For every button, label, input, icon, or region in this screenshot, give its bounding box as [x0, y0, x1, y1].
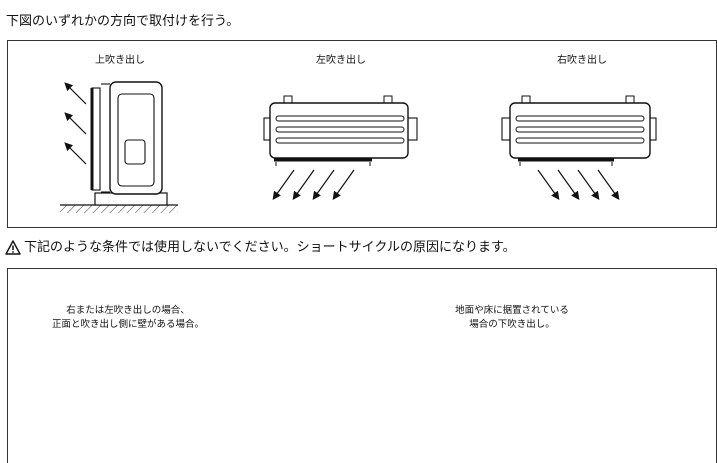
- condition-caption-floor: 地面や床に据置されている 場合の下吹き出し。: [432, 304, 592, 332]
- condition-caption-floor-line-1: 地面や床に据置されている: [455, 305, 569, 316]
- leftblow-unit-illustration: [263, 95, 418, 200]
- upblow-unit-illustration: [60, 81, 178, 213]
- condition-caption-floor-line-2: 場合の下吹き出し。: [469, 319, 555, 330]
- conditions-panel: [7, 268, 717, 463]
- rightblow-unit-illustration: [501, 95, 657, 200]
- direction-label-right: 右吹き出し: [557, 55, 607, 66]
- direction-label-left: 左吹き出し: [316, 55, 366, 66]
- condition-caption-walls-line-1: 右または左吹き出しの場合、: [66, 305, 190, 316]
- condition-caption-walls-line-2: 正面と吹き出し側に壁がある場合。: [51, 319, 204, 330]
- direction-label-up: 上吹き出し: [95, 55, 145, 66]
- warning-triangle-icon: [5, 240, 21, 255]
- installation-instruction-heading: 下図のいずれかの方向で取付けを行う。: [6, 14, 240, 29]
- condition-caption-walls: 右または左吹き出しの場合、 正面と吹き出し側に壁がある場合。: [40, 304, 216, 332]
- warning-heading: 下記のような条件では使用しないでください。ショートサイクルの原因になります。: [24, 240, 516, 255]
